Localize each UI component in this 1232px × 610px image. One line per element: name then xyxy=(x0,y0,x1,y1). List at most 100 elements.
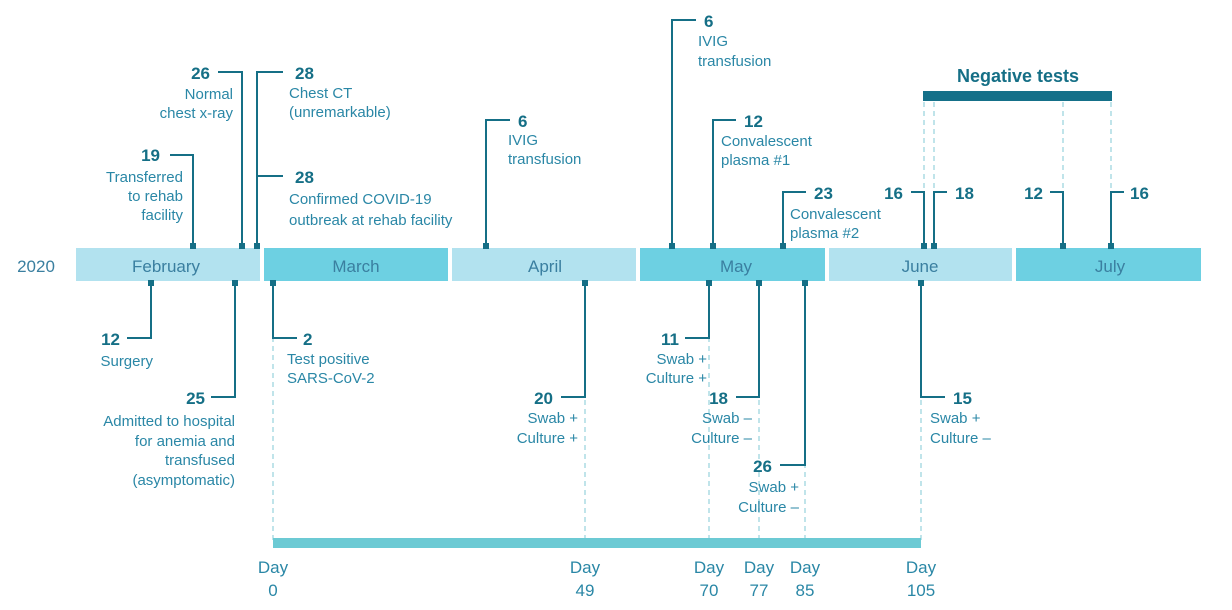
event-line: Convalescent xyxy=(721,133,813,150)
tick-jun18 xyxy=(931,243,937,249)
event-mar2: 2 Test positive SARS-CoV-2 xyxy=(270,280,375,387)
leader-may26 xyxy=(780,283,806,466)
event-line: Culture – xyxy=(691,430,753,447)
tick-may12 xyxy=(710,243,716,249)
day-marker-word: Day xyxy=(694,558,725,577)
day-number: 12 xyxy=(744,112,763,131)
leader-jul12 xyxy=(1050,191,1064,246)
day-marker-value: 105 xyxy=(907,581,935,600)
month-july xyxy=(1016,248,1201,281)
day-number: 26 xyxy=(191,64,210,83)
event-line: Swab + xyxy=(749,479,800,496)
month-june xyxy=(829,248,1012,281)
day-marker-value: 70 xyxy=(700,581,719,600)
tick-feb28 xyxy=(254,243,260,249)
tick-apr20 xyxy=(582,280,588,286)
day-number: 6 xyxy=(518,112,527,131)
leader-apr6 xyxy=(485,119,510,246)
day-marker-word: Day xyxy=(744,558,775,577)
event-line: to rehab xyxy=(128,188,183,205)
month-april xyxy=(452,248,636,281)
day-number: 12 xyxy=(1024,184,1043,203)
month-bar: February March April May June July xyxy=(76,248,1201,281)
tick-apr6 xyxy=(483,243,489,249)
month-february xyxy=(76,248,260,281)
event-line: Test positive xyxy=(287,351,370,368)
event-may23: 23 Convalescent plasma #2 xyxy=(780,184,882,249)
leader-mar2 xyxy=(272,283,297,339)
event-line: Surgery xyxy=(100,353,153,370)
event-line: Swab + xyxy=(528,410,579,427)
day-number: 16 xyxy=(1130,184,1149,203)
day-marker-word: Day xyxy=(570,558,601,577)
day-marker-value: 49 xyxy=(576,581,595,600)
event-line: (unremarkable) xyxy=(289,104,391,121)
event-may26: 26 Swab + Culture – xyxy=(738,280,808,516)
day-number: 11 xyxy=(661,330,679,349)
tick-mar2 xyxy=(270,280,276,286)
tick-jul12 xyxy=(1060,243,1066,249)
month-may xyxy=(640,248,825,281)
day-number: 20 xyxy=(534,389,553,408)
day-marker-word: Day xyxy=(258,558,289,577)
event-line: plasma #2 xyxy=(790,225,859,242)
month-label-march: March xyxy=(332,257,379,276)
event-line: Swab + xyxy=(930,410,981,427)
day-number: 25 xyxy=(186,389,205,408)
event-line: IVIG xyxy=(698,33,728,50)
event-line: Swab – xyxy=(702,410,753,427)
day-marker-value: 85 xyxy=(796,581,815,600)
event-line: Culture + xyxy=(646,370,708,387)
event-jun16: 16 xyxy=(884,184,927,249)
month-label-june: June xyxy=(902,257,939,276)
event-feb19: 19 Transferred to rehab facility xyxy=(106,146,196,249)
day-number: 19 xyxy=(141,146,160,165)
tick-may11 xyxy=(706,280,712,286)
event-line: Normal xyxy=(185,86,233,103)
negative-tests-label: Negative tests xyxy=(957,66,1079,86)
event-line: IVIG xyxy=(508,132,538,149)
leader-may23 xyxy=(782,191,806,246)
leader-feb12 xyxy=(127,283,152,339)
tick-feb26 xyxy=(239,243,245,249)
event-line: Chest CT xyxy=(289,85,352,102)
event-jun15: 15 Swab + Culture – xyxy=(918,280,992,447)
event-line: transfused xyxy=(165,452,235,469)
leader-may12 xyxy=(712,119,736,246)
day-marker-value: 0 xyxy=(268,581,277,600)
event-may18: 18 Swab – Culture – xyxy=(691,280,762,447)
event-line: Confirmed COVID-19 xyxy=(289,191,432,208)
event-feb28: 28 Chest CT (unremarkable) 28 Confirmed … xyxy=(254,64,453,249)
leader-feb19 xyxy=(170,154,194,246)
event-apr20: 20 Swab + Culture + xyxy=(517,280,588,447)
day-number: 26 xyxy=(753,457,772,476)
event-jun18: 18 xyxy=(931,184,974,249)
event-line: Culture + xyxy=(517,430,579,447)
day-number: 28 xyxy=(295,168,314,187)
day-number: 15 xyxy=(953,389,972,408)
tick-may6 xyxy=(669,243,675,249)
day-marker-value: 77 xyxy=(750,581,769,600)
day-marker-word: Day xyxy=(906,558,937,577)
day-number: 28 xyxy=(295,64,314,83)
event-line: chest x-ray xyxy=(160,105,234,122)
tick-may23 xyxy=(780,243,786,249)
leader-feb28 xyxy=(256,71,283,246)
event-feb12: 12 Surgery xyxy=(100,280,154,370)
leader-may6 xyxy=(671,19,696,246)
event-line: SARS-CoV-2 xyxy=(287,370,375,387)
day-range-bar xyxy=(273,538,921,548)
leader-jun15 xyxy=(920,283,945,398)
event-may6: 6 IVIG transfusion xyxy=(669,12,771,249)
event-line: Admitted to hospital xyxy=(103,413,235,430)
event-line: Convalescent xyxy=(790,206,882,223)
event-line: for anemia and xyxy=(135,433,235,450)
event-feb26: 26 Normal chest x-ray xyxy=(160,64,245,249)
tick-may18 xyxy=(756,280,762,286)
event-jul16: 16 xyxy=(1108,184,1149,249)
tick-jun16 xyxy=(921,243,927,249)
day-number: 18 xyxy=(955,184,974,203)
month-label-april: April xyxy=(528,257,562,276)
